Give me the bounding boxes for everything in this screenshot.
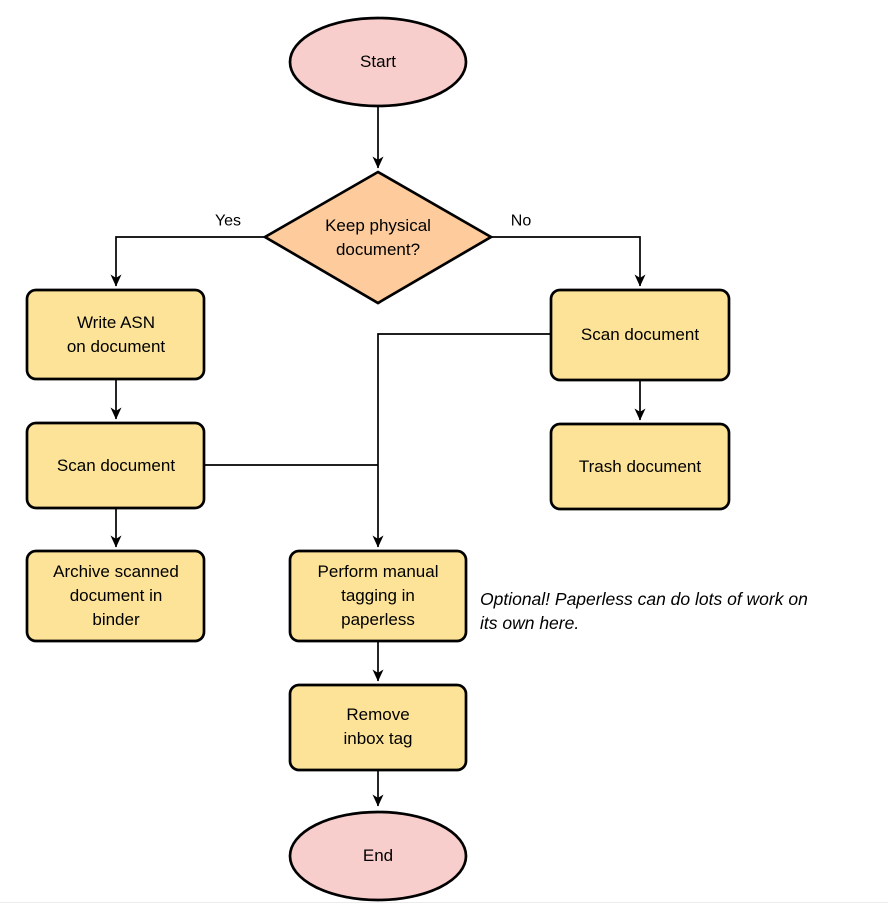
decision-keep-physical-label: Keep physical document? — [325, 216, 431, 259]
trash-document-node — [549, 422, 731, 511]
edge-label-no: No — [508, 211, 534, 231]
trash-document-label: Trash document — [578, 457, 702, 476]
bottom-divider — [0, 902, 888, 903]
remove-inbox-tag-label: Remove inbox tag — [343, 705, 413, 748]
scan-document-left-node — [25, 421, 206, 510]
start-label: Start — [360, 52, 396, 71]
write-asn-node — [25, 288, 206, 381]
scan-document-left-label: Scan document — [56, 456, 176, 475]
perform-tagging-label: Perform manual tagging in paperless — [317, 562, 439, 629]
edge-scan-right-to-perform-tagging — [372, 333, 551, 548]
start-node — [288, 16, 468, 108]
archive-binder-node — [25, 549, 206, 643]
scan-document-right-node — [549, 288, 731, 382]
perform-tagging-node — [288, 549, 468, 643]
edge-label-yes: Yes — [212, 211, 244, 231]
decision-keep-physical-node — [262, 170, 494, 305]
remove-inbox-tag-node — [288, 683, 468, 772]
optional-annotation: Optional! Paperless can do lots of work … — [480, 589, 808, 633]
edge-decision-no-to-scan-right — [491, 236, 646, 287]
scan-document-right-label: Scan document — [580, 325, 700, 344]
end-label: End — [362, 846, 394, 865]
end-node — [288, 810, 468, 902]
edge-decision-yes-to-write-asn — [110, 236, 265, 287]
write-asn-label: Write ASN on document — [66, 313, 166, 356]
archive-binder-label: Archive scanned document in binder — [53, 562, 179, 629]
